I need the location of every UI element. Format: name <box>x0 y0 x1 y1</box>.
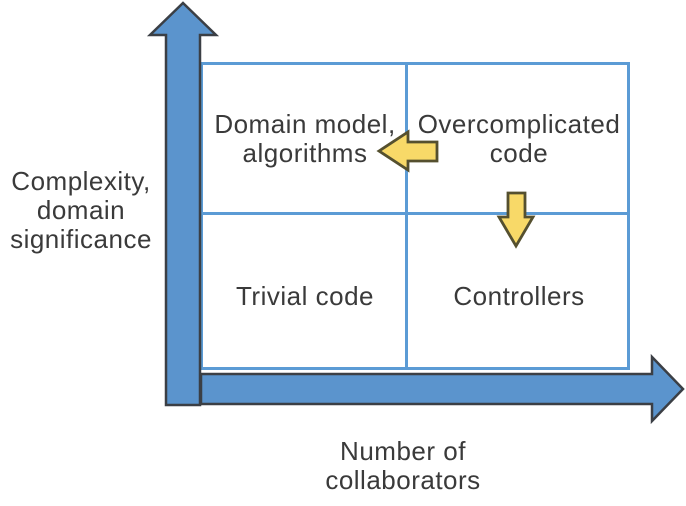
left-arrow-icon <box>376 129 439 173</box>
x-axis-label-line1: Number of <box>340 436 466 466</box>
down-arrow-icon <box>496 191 536 249</box>
quadrant-label-domain-model-line1: Domain model, <box>214 109 396 139</box>
quadrant-label-overcomplicated-code: Overcomplicated code <box>410 110 628 168</box>
quadrant-grid-border <box>200 62 630 370</box>
x-axis-arrow-icon <box>199 353 685 425</box>
quadrant-label-trivial-code: Trivial code <box>236 281 374 311</box>
y-axis-arrow-icon <box>146 1 220 407</box>
x-axis-label: Number of collaborators <box>322 437 484 495</box>
y-axis-label-line2: domain <box>36 195 126 225</box>
quadrant-label-domain-model-line2: algorithms <box>242 138 368 168</box>
quadrant-label-overcomplicated-code-line2: code <box>489 138 549 168</box>
quadrant-label-controllers: Controllers <box>453 281 585 311</box>
y-axis-label-line1: Complexity, <box>11 166 151 196</box>
quadrant-label-overcomplicated-code-line1: Overcomplicated <box>417 109 621 139</box>
y-axis-label-line3: significance <box>10 224 152 254</box>
quadrant-label-domain-model: Domain model, algorithms <box>202 110 408 168</box>
x-axis-label-line2: collaborators <box>325 465 481 495</box>
grid-vertical-divider <box>405 62 408 370</box>
grid-horizontal-divider <box>200 212 630 215</box>
y-axis-label: Complexity, domain significance <box>0 167 162 254</box>
